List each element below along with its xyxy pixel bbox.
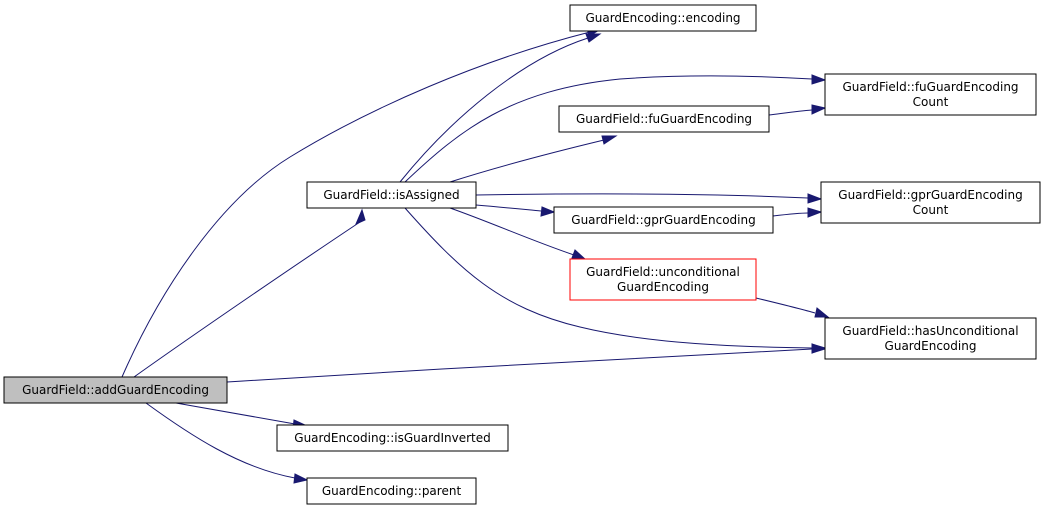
edge-addguardencoding-to-parent: [145, 402, 309, 484]
edge-unconditional-to-hasunconditional: [755, 297, 830, 318]
node-label-line1: GuardField::unconditional: [586, 265, 740, 279]
node-unconditional-guard-encoding[interactable]: GuardField::unconditional GuardEncoding: [569, 258, 757, 301]
node-gpr-guard-encoding[interactable]: GuardField::gprGuardEncoding: [553, 206, 774, 234]
node-label: GuardEncoding::encoding: [585, 11, 740, 25]
node-fu-guard-encoding[interactable]: GuardField::fuGuardEncoding: [558, 105, 770, 133]
node-label-line2: Count: [913, 203, 949, 217]
node-label-line2: GuardEncoding: [885, 339, 977, 353]
edge-addguardencoding-to-hasunconditional: [226, 343, 827, 383]
edge-isassigned-to-encoding: [399, 33, 602, 183]
node-label: GuardField::gprGuardEncoding: [571, 213, 755, 227]
edge-isassigned-to-gprguardencoding: [475, 204, 556, 217]
node-label: GuardField::addGuardEncoding: [22, 383, 209, 397]
node-label-line1: GuardField::gprGuardEncoding: [838, 188, 1022, 202]
edge-gprguardencoding-to-gprcount: [772, 207, 823, 218]
node-label-line1: GuardField::hasUnconditional: [842, 324, 1018, 338]
node-is-guard-inverted[interactable]: GuardEncoding::isGuardInverted: [276, 424, 509, 452]
node-add-guard-encoding[interactable]: GuardField::addGuardEncoding: [3, 376, 228, 404]
node-label-line2: Count: [913, 95, 949, 109]
edge-isassigned-to-fucount: [404, 74, 827, 183]
node-label-line2: GuardEncoding: [617, 280, 709, 294]
node-label: GuardField::fuGuardEncoding: [576, 112, 752, 126]
node-parent[interactable]: GuardEncoding::parent: [306, 477, 477, 505]
edge-fuguardencoding-to-fucount: [768, 104, 827, 116]
edge-addguardencoding-to-isassigned: [133, 208, 366, 378]
node-label: GuardField::isAssigned: [323, 188, 459, 202]
node-has-unconditional-guard-encoding[interactable]: GuardField::hasUnconditional GuardEncodi…: [824, 317, 1037, 360]
edge-isassigned-to-fuguardencoding: [449, 135, 618, 183]
edge-isassigned-to-hasunconditional: [404, 207, 827, 354]
node-is-assigned[interactable]: GuardField::isAssigned: [306, 181, 477, 209]
node-label: GuardEncoding::parent: [322, 484, 462, 498]
node-encoding[interactable]: GuardEncoding::encoding: [569, 4, 757, 32]
node-fu-guard-encoding-count[interactable]: GuardField::fuGuardEncoding Count: [824, 73, 1037, 116]
edge-isassigned-to-gprcount: [475, 193, 823, 204]
node-gpr-guard-encoding-count[interactable]: GuardField::gprGuardEncoding Count: [820, 181, 1041, 224]
node-label: GuardEncoding::isGuardInverted: [294, 431, 490, 445]
node-label-line1: GuardField::fuGuardEncoding: [842, 80, 1018, 94]
